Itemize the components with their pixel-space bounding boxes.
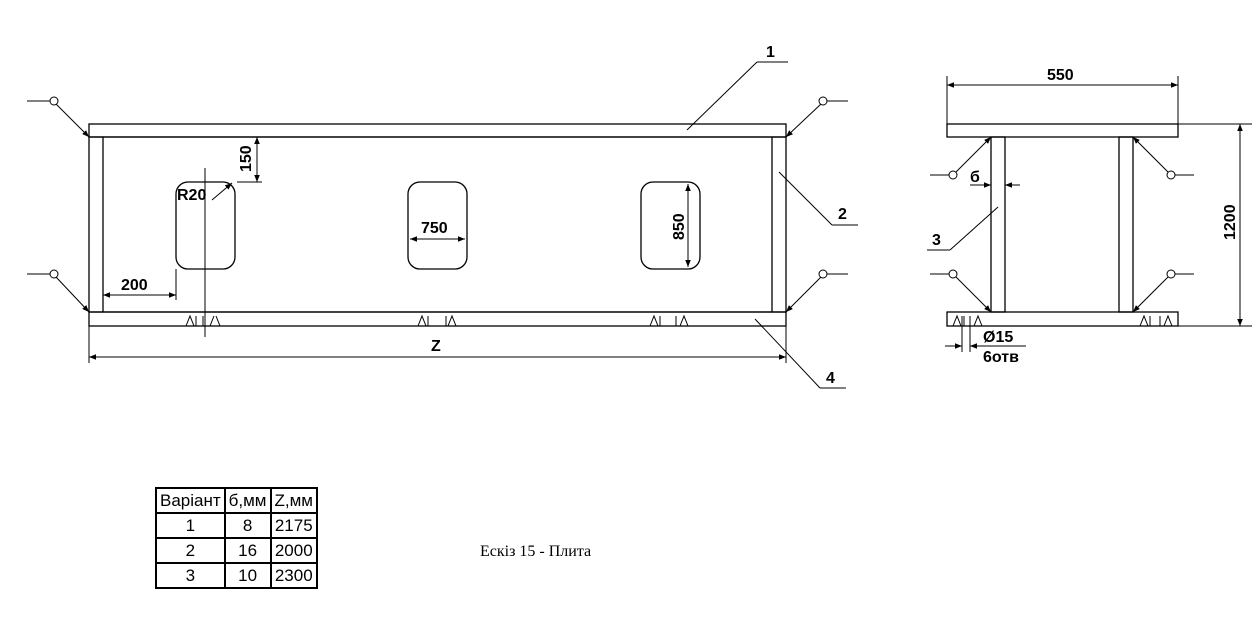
hole-right (640, 181, 701, 270)
side-top-flange (946, 123, 1179, 138)
front-view: 150 R20 750 850 200 Z (27, 44, 858, 389)
left-web (88, 136, 104, 313)
hole-middle (407, 181, 468, 270)
dim-thickness: б (970, 169, 980, 186)
weld-leaders-right (785, 96, 848, 313)
table-header: б,мм (223, 487, 272, 514)
table-cell: 2175 (269, 512, 318, 539)
dim-hole-diameter: Ø15 (983, 329, 1013, 346)
callout-3: 3 (932, 232, 941, 249)
dim-150: 150 (238, 145, 255, 172)
side-weld-leaders-right (1132, 136, 1194, 313)
side-web-right (1118, 136, 1134, 313)
table-header: Варіант (155, 487, 226, 514)
side-weld-symbols (952, 314, 1173, 327)
dim-550: 550 (1047, 67, 1074, 84)
table-cell: 1 (155, 512, 226, 539)
table-cell: 2 (155, 537, 226, 564)
callout-2: 2 (838, 206, 847, 223)
table-cell: 2000 (269, 537, 318, 564)
top-flange (88, 123, 787, 138)
table-cell: 2300 (269, 562, 318, 589)
table-header-row: Варіант б,мм Z,мм (155, 487, 318, 514)
dim-750: 750 (421, 220, 448, 237)
dim-200: 200 (121, 277, 148, 294)
table-row: 1 8 2175 (155, 512, 318, 539)
table-header: Z,мм (269, 487, 318, 514)
dim-z: Z (431, 338, 441, 355)
table-row: 3 10 2300 (155, 562, 318, 589)
table-cell: 16 (223, 537, 272, 564)
right-web (771, 136, 787, 313)
weld-symbols (185, 314, 689, 327)
dim-1200: 1200 (1222, 204, 1239, 240)
table-cell: 10 (223, 562, 272, 589)
dim-hole-count: 6отв (983, 349, 1019, 366)
variants-table: Варіант б,мм Z,мм 1 8 2175 2 16 2000 3 1… (155, 487, 318, 589)
dim-850: 850 (671, 213, 688, 240)
callout-4: 4 (826, 370, 835, 387)
dim-radius: R20 (177, 187, 206, 204)
side-weld-leaders-left (930, 136, 992, 313)
figure-caption: Ескіз 15 - Плита (480, 543, 592, 560)
callout-1: 1 (766, 44, 775, 61)
weld-leaders-left (27, 96, 90, 313)
table-cell: 8 (223, 512, 272, 539)
side-view: 550 1200 б Ø15 6отв (927, 67, 1252, 366)
table-cell: 3 (155, 562, 226, 589)
side-bottom-plate (946, 311, 1179, 327)
table-row: 2 16 2000 (155, 537, 318, 564)
side-web-left (990, 136, 1006, 313)
